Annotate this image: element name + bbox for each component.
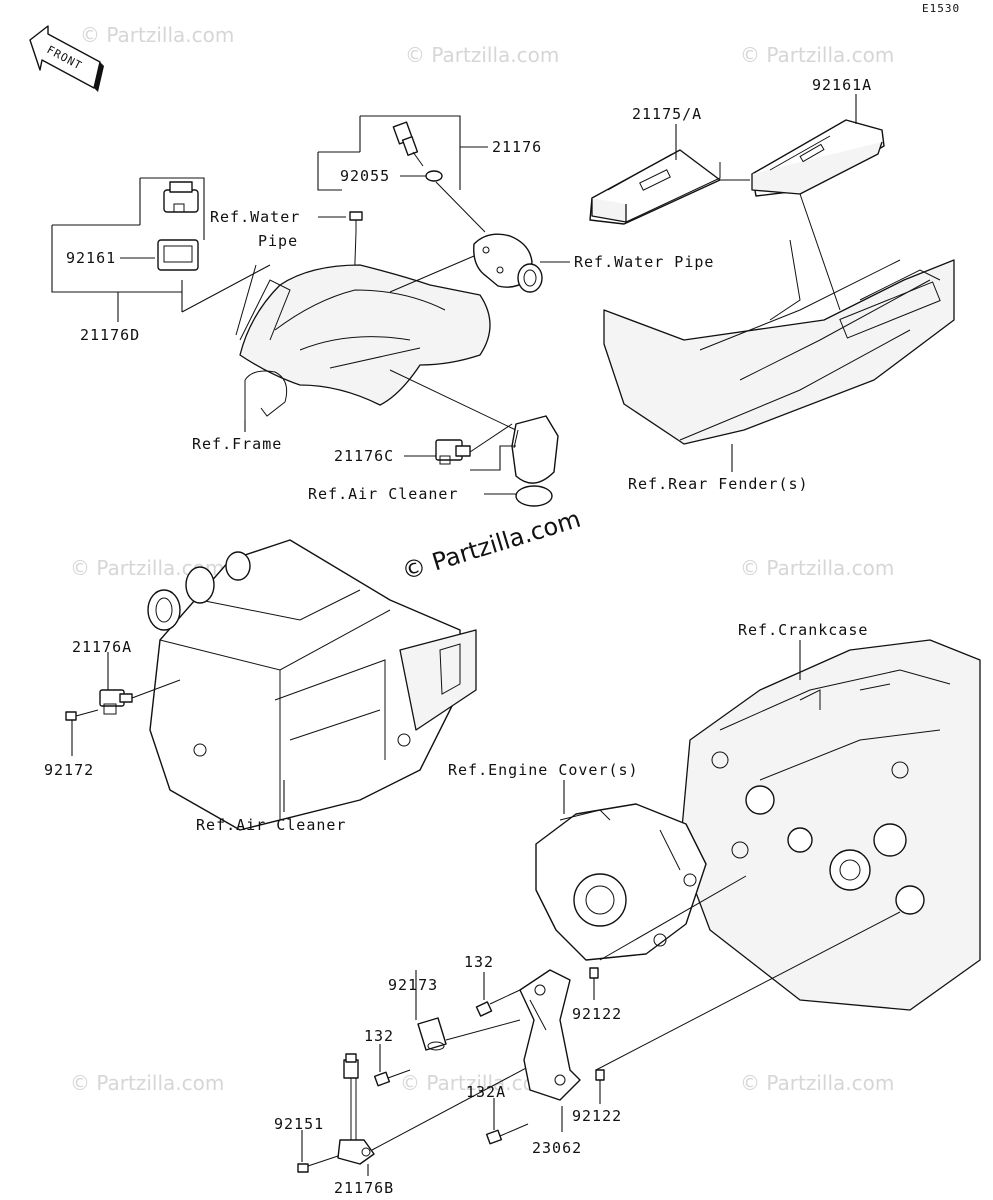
o-ring-icon bbox=[425, 170, 443, 182]
part-label-92151: 92151 bbox=[274, 1115, 324, 1133]
bolt-icon bbox=[475, 989, 521, 1017]
map-sensor-icon bbox=[435, 439, 471, 465]
part-label-92122-b: 92122 bbox=[572, 1107, 622, 1125]
ref-frame-label: Ref.Frame bbox=[192, 435, 282, 453]
part-label-21176A: 21176A bbox=[72, 638, 132, 656]
watermark: © Partzilla.com bbox=[405, 43, 559, 67]
rear-fender-icon bbox=[603, 239, 955, 445]
part-label-92055: 92055 bbox=[340, 167, 390, 185]
part-label-92161: 92161 bbox=[66, 249, 116, 267]
part-label-21176B: 21176B bbox=[334, 1179, 394, 1197]
ref-rear-fender-label: Ref.Rear Fender(s) bbox=[628, 475, 809, 493]
vehicle-down-sensor-icon bbox=[337, 1053, 375, 1165]
ref-air-cleaner-label-2: Ref.Air Cleaner bbox=[196, 816, 346, 834]
part-label-21175A: 21175/A bbox=[632, 105, 702, 123]
air-cleaner-box-icon bbox=[147, 539, 477, 831]
part-label-21176D: 21176D bbox=[80, 326, 140, 344]
watermark: © Partzilla.com bbox=[80, 23, 234, 47]
part-label-132A: 132A bbox=[466, 1083, 506, 1101]
crankcase-icon bbox=[679, 639, 981, 1011]
ref-crankcase-label: Ref.Crankcase bbox=[738, 621, 868, 639]
bolt-icon bbox=[373, 1069, 411, 1087]
collar-icon bbox=[417, 1017, 447, 1051]
relay-socket-icon bbox=[157, 239, 199, 271]
diagram-code: E1530 bbox=[922, 2, 960, 15]
frame-icon bbox=[235, 264, 491, 406]
pin-icon bbox=[595, 1069, 605, 1081]
pin-icon bbox=[589, 967, 599, 979]
part-label-21176: 21176 bbox=[492, 138, 542, 156]
air-cleaner-tube-icon bbox=[511, 415, 559, 507]
bolt-icon bbox=[349, 211, 363, 232]
screw-icon bbox=[297, 1155, 339, 1173]
water-temp-sensor-icon bbox=[392, 121, 424, 167]
bolt-icon bbox=[485, 1123, 529, 1145]
part-label-132-b: 132 bbox=[364, 1027, 394, 1045]
ref-air-cleaner-label: Ref.Air Cleaner bbox=[308, 485, 458, 503]
part-label-23062: 23062 bbox=[532, 1139, 582, 1157]
ref-water-pipe-label: Ref.Water Pipe bbox=[574, 253, 714, 271]
part-label-92122-a: 92122 bbox=[572, 1005, 622, 1023]
part-label-21176C: 21176C bbox=[334, 447, 394, 465]
part-label-92173: 92173 bbox=[388, 976, 438, 994]
sensor-bracket-icon bbox=[519, 969, 581, 1101]
relay-icon bbox=[163, 181, 199, 213]
part-label-132-a: 132 bbox=[464, 953, 494, 971]
watermark: © Partzilla.com bbox=[740, 1071, 894, 1095]
water-pipe-fitting-icon bbox=[473, 233, 543, 293]
part-label-92172: 92172 bbox=[44, 761, 94, 779]
intake-air-temp-sensor-icon bbox=[99, 689, 133, 715]
watermark: © Partzilla.com bbox=[70, 1071, 224, 1095]
watermark: © Partzilla.com bbox=[740, 43, 894, 67]
ref-water-pipe-label-2: Pipe bbox=[258, 232, 298, 250]
center-watermark: © Partzilla.com bbox=[399, 505, 584, 586]
ref-water-label: Ref.Water bbox=[210, 208, 300, 226]
screw-icon bbox=[65, 709, 99, 721]
engine-cover-icon bbox=[535, 803, 707, 961]
watermark: © Partzilla.com bbox=[740, 556, 894, 580]
ref-engine-cover-label: Ref.Engine Cover(s) bbox=[448, 761, 639, 779]
ecu-icon bbox=[589, 149, 721, 225]
ecu-bracket-icon bbox=[751, 119, 885, 197]
part-label-92161A: 92161A bbox=[812, 76, 872, 94]
